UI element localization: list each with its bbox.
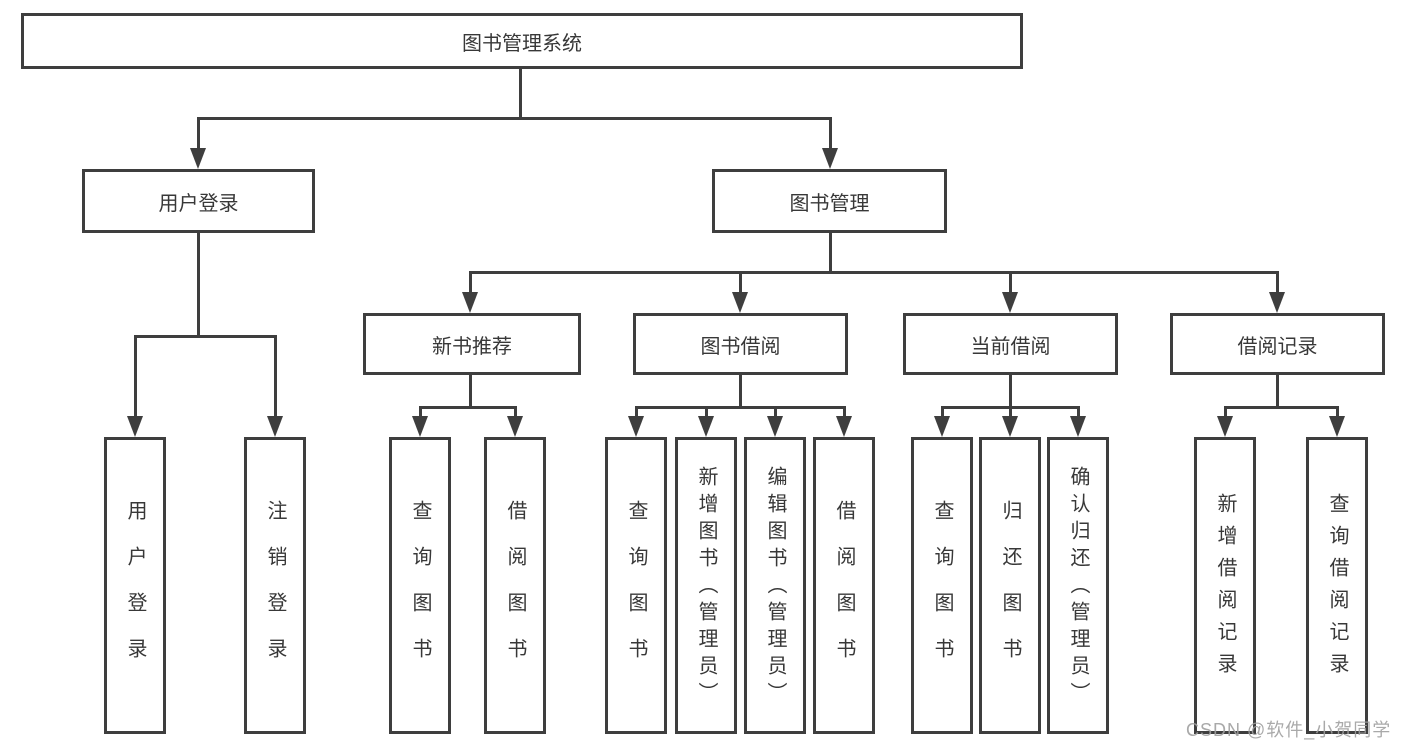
connector-vertical-line: [634, 406, 638, 420]
connector-vertical-line: [468, 271, 472, 296]
connector-vertical-line: [196, 233, 200, 338]
arrowhead-down-icon: [628, 416, 644, 437]
node-label: 注销登录: [264, 500, 286, 684]
connector-horizontal-line: [470, 271, 1277, 274]
node-label: 图书借阅: [700, 335, 781, 358]
arrowhead-down-icon: [1002, 416, 1018, 437]
connector-vertical-line: [738, 374, 742, 409]
arrowhead-down-icon: [767, 416, 783, 437]
connector-horizontal-line: [420, 406, 515, 409]
arrowhead-down-icon: [698, 416, 714, 437]
node-label: 当前借阅: [970, 335, 1051, 358]
node-label: 确认归还（管理员）: [1067, 466, 1089, 709]
node-label: 图书管理: [789, 192, 870, 215]
connector-vertical-line: [842, 406, 846, 420]
arrowhead-down-icon: [127, 416, 143, 437]
node-book-management: 图书管理: [712, 169, 947, 233]
node-label: 查询图书: [931, 500, 953, 684]
connector-vertical-line: [738, 271, 742, 296]
node-label: 归还图书: [999, 500, 1021, 684]
arrowhead-down-icon: [836, 416, 852, 437]
arrowhead-down-icon: [507, 416, 523, 437]
node-borrowing-records: 借阅记录: [1170, 313, 1385, 375]
arrowhead-down-icon: [1070, 416, 1086, 437]
node-label: 借阅图书: [504, 500, 526, 684]
connector-horizontal-line: [1225, 406, 1337, 409]
arrowhead-down-icon: [934, 416, 950, 437]
arrowhead-down-icon: [732, 292, 748, 313]
connector-vertical-line: [940, 406, 944, 420]
connector-vertical-line: [468, 374, 472, 409]
arrowhead-down-icon: [1269, 292, 1285, 313]
leaf-borrow-query-books: 查询图书: [605, 437, 667, 734]
arrowhead-down-icon: [1002, 292, 1018, 313]
node-label: 图书管理系统: [462, 32, 582, 55]
node-label: 新增图书（管理员）: [695, 466, 717, 709]
connector-vertical-line: [513, 406, 517, 420]
arrowhead-down-icon: [822, 148, 838, 169]
leaf-user-login: 用户登录: [104, 437, 166, 734]
connector-horizontal-line: [135, 335, 275, 338]
arrowhead-down-icon: [1329, 416, 1345, 437]
connector-vertical-line: [773, 406, 777, 420]
connector-vertical-line: [133, 335, 137, 420]
connector-horizontal-line: [198, 117, 830, 120]
connector-vertical-line: [1008, 374, 1012, 409]
leaf-records-query-record: 查询借阅记录: [1306, 437, 1368, 734]
connector-vertical-line: [196, 117, 200, 152]
connector-vertical-line: [1223, 406, 1227, 420]
connector-vertical-line: [704, 406, 708, 420]
node-book-borrowing: 图书借阅: [633, 313, 848, 375]
leaf-current-confirm-return-admin: 确认归还（管理员）: [1047, 437, 1109, 734]
connector-vertical-line: [273, 335, 277, 420]
node-label: 编辑图书（管理员）: [764, 466, 786, 709]
leaf-borrow-borrow-books: 借阅图书: [813, 437, 875, 734]
connector-horizontal-line: [942, 406, 1078, 409]
connector-vertical-line: [1008, 406, 1012, 420]
arrowhead-down-icon: [267, 416, 283, 437]
node-label: 用户登录: [158, 192, 239, 215]
csdn-watermark: CSDN @软件_小贺同学: [1186, 720, 1392, 740]
leaf-borrow-add-books-admin: 新增图书（管理员）: [675, 437, 737, 734]
node-label: 查询借阅记录: [1326, 492, 1348, 685]
connector-horizontal-line: [636, 406, 844, 409]
leaf-records-add-record: 新增借阅记录: [1194, 437, 1256, 734]
leaf-logout: 注销登录: [244, 437, 306, 734]
arrowhead-down-icon: [412, 416, 428, 437]
node-user-login: 用户登录: [82, 169, 315, 233]
leaf-current-return-books: 归还图书: [979, 437, 1041, 734]
leaf-borrow-edit-books-admin: 编辑图书（管理员）: [744, 437, 806, 734]
node-label: 查询图书: [409, 500, 431, 684]
connector-vertical-line: [1008, 271, 1012, 296]
connector-vertical-line: [828, 117, 832, 152]
arrowhead-down-icon: [462, 292, 478, 313]
node-current-borrowing: 当前借阅: [903, 313, 1118, 375]
connector-vertical-line: [418, 406, 422, 420]
node-new-book-recommend: 新书推荐: [363, 313, 581, 375]
node-label: 查询图书: [625, 500, 647, 684]
leaf-recommend-query-books: 查询图书: [389, 437, 451, 734]
node-label: 借阅记录: [1237, 335, 1318, 358]
connector-vertical-line: [1275, 271, 1279, 296]
arrowhead-down-icon: [190, 148, 206, 169]
node-label: 用户登录: [124, 500, 146, 684]
arrowhead-down-icon: [1217, 416, 1233, 437]
connector-vertical-line: [828, 233, 832, 274]
node-library-management-system: 图书管理系统: [21, 13, 1023, 69]
connector-vertical-line: [1275, 374, 1279, 409]
connector-vertical-line: [1335, 406, 1339, 420]
connector-vertical-line: [518, 69, 522, 117]
node-label: 借阅图书: [833, 500, 855, 684]
leaf-current-query-books: 查询图书: [911, 437, 973, 734]
node-label: 新书推荐: [432, 335, 512, 358]
connector-vertical-line: [1076, 406, 1080, 420]
leaf-recommend-borrow-books: 借阅图书: [484, 437, 546, 734]
node-label: 新增借阅记录: [1214, 492, 1236, 685]
